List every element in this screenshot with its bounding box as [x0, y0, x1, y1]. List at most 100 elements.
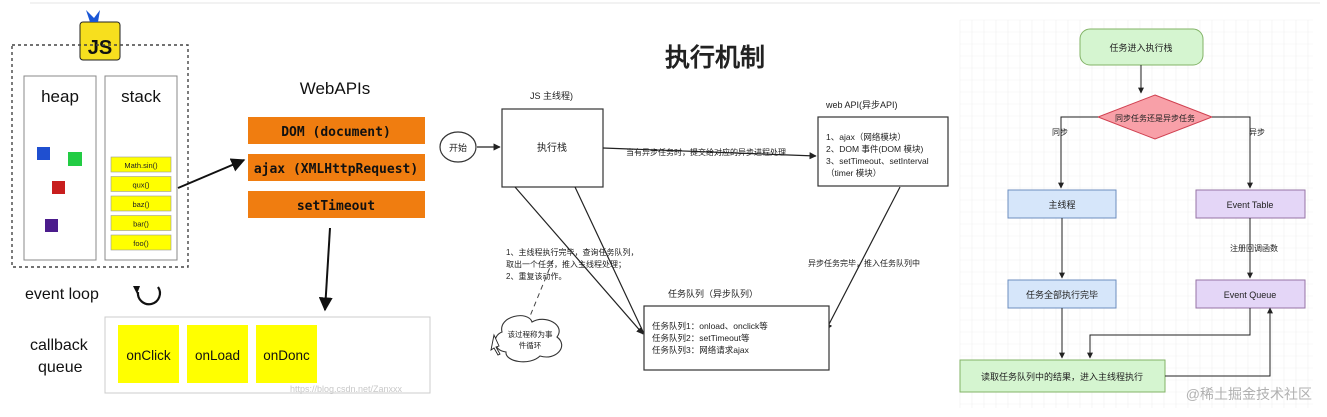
cloudLines-line: 该过程称为事	[508, 329, 553, 339]
panel-flowchart: 任务进入执行栈 同步任务还是异步任务 同步 异步 主线程 Event Table…	[959, 19, 1313, 408]
stack-frame-label: qux()	[132, 181, 150, 190]
stack-frames: Math.sin() qux() baz() bar() foo()	[110, 156, 172, 251]
webapi-label: setTimeout	[297, 199, 375, 214]
flow-read-queue-label: 读取任务队列中的结果，进入主线程执行	[981, 371, 1143, 382]
webapi-box	[817, 116, 949, 187]
webapiLines-line: （timer 模块）	[826, 168, 881, 178]
panel-js-runtime: JS heap stack Math.sin() qux() baz() bar() f…	[11, 2, 1320, 394]
webapi-list: DOM (document) ajax (XMLHttpRequest) setTi…	[248, 117, 425, 218]
stack-frame-label: bar()	[133, 220, 149, 229]
csdn-watermark: https://blog.csdn.net/Zanxxx	[290, 384, 403, 394]
flow-edge-loop-back	[1165, 307, 1273, 377]
cloudLines-line: 件循环	[519, 340, 542, 350]
js-logo-text: JS	[88, 37, 112, 59]
exec-stack-label: 执行栈	[537, 141, 567, 154]
callback-label: onLoad	[195, 348, 240, 363]
juejin-watermark: @稀土掘金技术社区	[1186, 386, 1312, 402]
flow-event-queue-node	[1195, 279, 1306, 309]
stack-frame	[110, 195, 172, 212]
start-node-label: 开始	[449, 142, 467, 153]
callback-queue-label-line1: callback	[30, 337, 89, 354]
webapi-lines: 1、ajax（网络模块） 2、DOM 事件(DOM 模块) 3、setTimeout…	[826, 132, 929, 178]
flow-all-done-node	[1007, 279, 1117, 309]
panel-execution-mechanism: 执行机制 开始 JS 主线程) 执行栈 当有异步任务时，提交给对应的异步进程处理…	[439, 44, 949, 371]
callback-label: onClick	[126, 348, 171, 363]
webapi-to-queue-arrow	[318, 227, 333, 312]
flow-register-label: 注册回调函数	[1230, 243, 1278, 253]
heap-object-purple	[45, 219, 58, 232]
flow-edge-sync	[1058, 116, 1098, 189]
stack-to-queue-edge-2	[574, 186, 647, 339]
noteLines-line: 取出一个任务，推入主线程处理；	[506, 259, 626, 269]
webapiLines-line: 1、ajax（网络模块）	[826, 132, 906, 142]
webapi-label: DOM (document)	[281, 125, 391, 140]
queueLines-line: 任务队列3：网络请求ajax	[652, 345, 750, 355]
v8-icon	[86, 10, 100, 22]
callback-label: onDonc	[263, 348, 310, 363]
stack-frame	[110, 234, 172, 251]
js-logo: JS	[79, 10, 121, 61]
flow-edge-queue-read	[1087, 308, 1251, 359]
panel2-title: 执行机制	[665, 44, 765, 72]
heap-area	[23, 75, 97, 261]
flow-main-thread-label: 主线程	[1048, 199, 1075, 210]
main-thread-note: 1、主线程执行完毕，查询任务队列，取出一个任务，推入主线程处理；2、重复该动作。	[506, 247, 638, 281]
flow-main-thread-node	[1007, 189, 1117, 219]
flow-decision-node	[1096, 94, 1214, 140]
stack-frame-label: baz()	[132, 200, 150, 209]
noteLines-line: 2、重复该动作。	[506, 271, 566, 281]
stack-frame	[110, 156, 172, 173]
flow-event-table-node	[1195, 189, 1306, 219]
main-thread-label: JS 主线程)	[530, 90, 573, 101]
stack-label: stack	[121, 87, 161, 106]
flow-edge-async	[1212, 116, 1253, 189]
stack-frame	[110, 176, 172, 192]
webapis-title: WebAPIs	[300, 79, 371, 98]
runtime-box	[11, 44, 189, 268]
stack-frame-label: foo()	[133, 239, 149, 248]
flow-event-queue-label: Event Queue	[1224, 290, 1277, 300]
heap-object-red	[52, 181, 65, 194]
webapi-to-queue-edge	[825, 186, 901, 331]
stack-frame-label: Math.sin()	[124, 161, 158, 170]
event-loop-label: event loop	[25, 286, 99, 303]
webapiLines-line: 3、setTimeout、setInterval	[826, 156, 929, 166]
edge-to-webapi-label: 当有异步任务时，提交给对应的异步进程处理	[626, 147, 786, 157]
stack-frame	[110, 215, 172, 231]
queueLines-line: 任务队列1：onload、onclick等	[652, 321, 768, 331]
queue-lines: 任务队列1：onload、onclick等任务队列2：setTimeout等任务…	[652, 321, 768, 355]
flow-sync-label: 同步	[1052, 128, 1068, 137]
loop-dashed-edge	[525, 259, 554, 327]
webapi-box	[248, 191, 425, 218]
task-queue-box	[643, 305, 830, 371]
webapi-box	[248, 117, 425, 144]
event-loop-cloud	[490, 315, 563, 363]
callback-box	[187, 325, 248, 383]
queueLines-line: 任务队列2：setTimeout等	[652, 333, 750, 343]
heap-object-green	[68, 152, 82, 166]
webapi-header: web API(异步API)	[825, 100, 898, 110]
webapi-label: ajax (XMLHttpRequest)	[254, 162, 418, 177]
stack-to-webapi-arrow	[177, 158, 246, 189]
stack-to-webapi-edge	[602, 147, 817, 160]
flow-event-table-label: Event Table	[1227, 200, 1274, 210]
start-node	[439, 131, 477, 163]
cursor-icon	[490, 333, 501, 356]
callback-box	[256, 325, 317, 383]
flow-async-label: 异步	[1249, 128, 1265, 137]
callback-list: onClick onLoad onDonc	[118, 325, 317, 383]
heap-object-blue	[37, 147, 50, 160]
exec-stack-box	[501, 108, 604, 188]
webapiLines-line: 2、DOM 事件(DOM 模块)	[826, 144, 923, 154]
flow-start-label: 任务进入执行栈	[1109, 42, 1172, 53]
callback-queue-label-line2: queue	[38, 359, 83, 376]
webapi-box	[248, 154, 425, 181]
flow-all-done-label: 任务全部执行完毕	[1026, 289, 1098, 300]
edge-to-queue-label: 异步任务完毕，推入任务队列中	[808, 258, 920, 268]
event-loop-icon	[133, 286, 161, 306]
flow-decision-label: 同步任务还是异步任务	[1115, 113, 1195, 123]
stack-to-queue-edge	[514, 186, 644, 335]
heap-label: heap	[41, 87, 79, 106]
